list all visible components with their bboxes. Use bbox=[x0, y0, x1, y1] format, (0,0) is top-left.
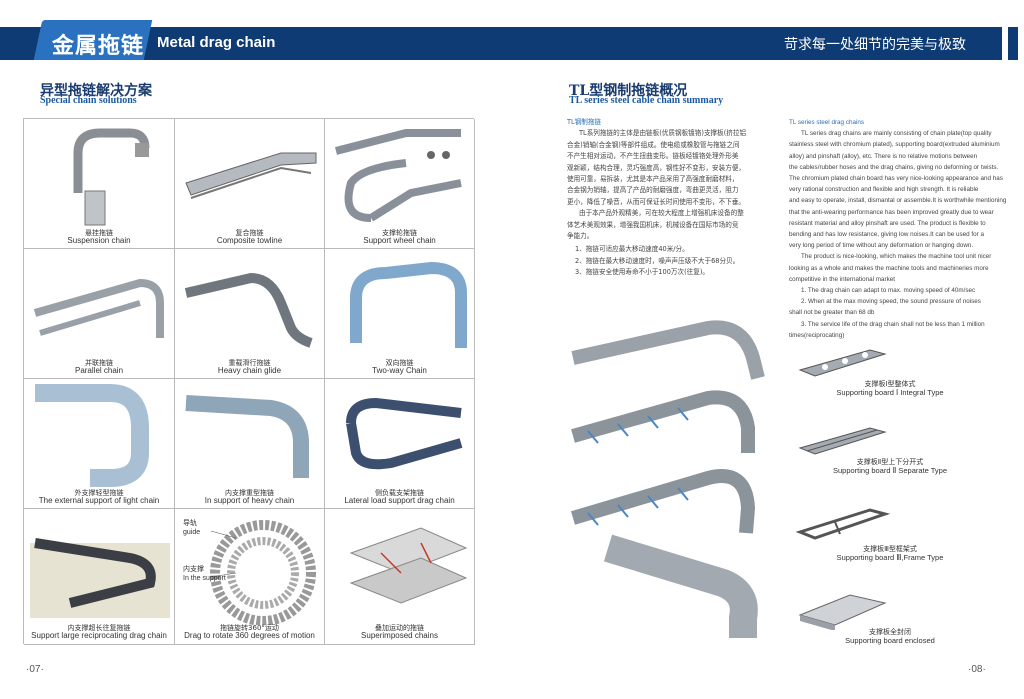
text-line: alloy) and pinshaft (alloy), etc. There … bbox=[789, 152, 978, 160]
right-section-title-cn: TL型钢制拖链概况 bbox=[569, 83, 688, 99]
tl-chains-image bbox=[571, 320, 765, 638]
text-line: looking as a whole and makes the machine… bbox=[789, 264, 989, 272]
page-number-left: ·07· bbox=[26, 664, 44, 675]
two-way-chain-image bbox=[350, 261, 467, 348]
text-line: the cables/rubber hoses and the drag cha… bbox=[789, 163, 999, 171]
cn-body: TL系列拖链的主体是由链板(优质钢板镀铬)支撑板(挤拉铝合金)销轴(合金钢)等部… bbox=[567, 128, 779, 242]
text-line: times(reciprocating) bbox=[789, 331, 845, 339]
left-section-title-en: Special chain solutions bbox=[40, 95, 137, 106]
text-line: very rational construction and flexible … bbox=[789, 186, 979, 194]
text-line: TL系列拖链的主体是由链板(优质钢板镀铬)支撑板(挤拉铝 bbox=[579, 129, 747, 138]
text-line: 1、拖链可适应最大移动速度40米/分。 bbox=[575, 245, 689, 254]
board-separate-image bbox=[798, 427, 887, 455]
board-integral-image bbox=[798, 349, 887, 377]
text-line: The product is nice-looking, which makes… bbox=[801, 253, 992, 261]
right-section-title-en: TL series steel cable chain summary bbox=[569, 95, 724, 106]
support-wheel-chain-image bbox=[335, 129, 462, 222]
page-number-right: ·08· bbox=[968, 664, 986, 675]
en-body: TL series drag chains are mainly consist… bbox=[789, 128, 1007, 341]
heavy-chain-glide-image bbox=[184, 272, 313, 348]
text-line: 1. The drag chain can adapt to max. movi… bbox=[801, 287, 976, 295]
text-line: competitive in the international market bbox=[789, 275, 896, 283]
text-line: stainless steel with chromium plated), s… bbox=[789, 141, 1000, 149]
suspension-chain-image bbox=[73, 128, 150, 226]
en-description: TL series steel drag chains TL series dr… bbox=[789, 117, 1007, 341]
text-line: 2. When at the max moving speed, the sou… bbox=[801, 298, 981, 306]
rotate-360-diagram bbox=[210, 520, 316, 625]
cn-description: TL钢制拖链 TL系列拖链的主体是由链板(优质钢板镀铬)支撑板(挤拉铝合金)销轴… bbox=[567, 117, 779, 279]
board-frame-image bbox=[795, 508, 890, 540]
label-guide: 导轨 guide bbox=[183, 519, 201, 536]
text-line: 2、拖链在最大移动速度时，噪声声压级不大于68分贝。 bbox=[575, 256, 740, 265]
text-line: 争能力。 bbox=[567, 232, 594, 241]
text-line: and easy to operate, install, dismantal … bbox=[789, 197, 1007, 205]
board-enclosed-image bbox=[798, 594, 887, 630]
text-line: 观新颖，结构合理，灵巧强度高，钢性好不变形，安装方便， bbox=[567, 163, 746, 172]
internal-support-chain-image bbox=[185, 395, 309, 478]
label-in-support: 内支撑 In the support bbox=[183, 565, 226, 582]
parallel-chain-image bbox=[33, 278, 164, 338]
text-line: 3、拖链安全使用寿命不小于100万次(往复)。 bbox=[575, 268, 710, 277]
header-title-en: Metal drag chain bbox=[157, 34, 276, 51]
en-heading: TL series steel drag chains bbox=[789, 119, 865, 126]
text-line: very long period of time without any def… bbox=[789, 242, 974, 250]
header-band bbox=[0, 27, 1024, 60]
text-line: 3. The service life of the drag chain sh… bbox=[801, 320, 985, 328]
lateral-load-chain-image bbox=[346, 397, 463, 470]
text-line: shall not be greater than 68 db bbox=[789, 309, 875, 317]
text-line: that the anti-wearing performance has be… bbox=[789, 208, 994, 216]
header-stripe-inner bbox=[1008, 27, 1018, 60]
text-line: 使用可靠，易拆装，尤其是本产品采用了高强度耐磨材料， bbox=[567, 175, 739, 184]
text-line: 体艺术美观效果，增强我国机床，机械设备在国际市场的竞 bbox=[567, 220, 739, 229]
composite-towline-image bbox=[185, 152, 317, 199]
reciprocating-chain-image bbox=[30, 538, 170, 618]
header-slogan: 苛求每一处细节的完美与极致 bbox=[784, 37, 966, 53]
text-line: 合金钢为销轴，提高了产品的耐磨强度，弯曲更灵活，阻力 bbox=[567, 186, 739, 195]
text-line: 更小，降低了噪音，从而可保证长时间使用不变形，不下垂。 bbox=[567, 197, 746, 206]
text-line: TL series drag chains are mainly consist… bbox=[801, 130, 992, 138]
header-title-cn: 金属拖链 bbox=[52, 34, 145, 59]
text-line: 由于本产品外观精美，可在较大程度上增强机床设备的整 bbox=[579, 209, 744, 218]
external-support-chain-image bbox=[35, 384, 149, 487]
text-line: 不产生相对运动，不产生扭曲变形。链板经镀铬处理外形美 bbox=[567, 152, 739, 161]
left-section-title-cn: 异型拖链解决方案 bbox=[40, 83, 152, 99]
text-line: The chromium plated chain board has very… bbox=[789, 175, 1003, 183]
superimposed-chains-image bbox=[349, 527, 468, 604]
cn-heading: TL钢制拖链 bbox=[567, 118, 602, 126]
cn-list: 1、拖链可适应最大移动速度40米/分。 2、拖链在最大移动速度时，噪声声压级不大于… bbox=[567, 244, 779, 278]
text-line: 合金)销轴(合金钢)等部件组成。使电缆或橡胶管与拖链之间 bbox=[567, 140, 740, 149]
text-line: bending and has low resistance, giving l… bbox=[789, 231, 984, 239]
text-line: resistant material and alloy pinshaft ar… bbox=[789, 219, 986, 227]
